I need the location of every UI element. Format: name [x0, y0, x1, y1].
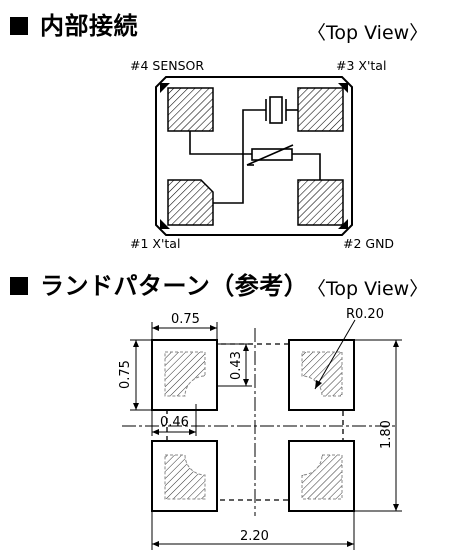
dim-total-height: 1.80	[379, 420, 394, 449]
internal-wiring	[189, 96, 321, 204]
dimension-lines	[130, 319, 402, 550]
dim-inner-width: 0.46	[160, 415, 189, 430]
section1-view-label: 〈Top View〉	[307, 22, 429, 44]
pad-4-sensor	[167, 87, 214, 132]
pin-3-label: #3 X'tal	[336, 58, 386, 73]
pin-2-label: #2 GND	[343, 236, 394, 251]
pin-1-label: #1 X'tal	[130, 236, 180, 251]
land-pad-bottom-right	[288, 440, 355, 512]
package-dashed-outline	[166, 343, 344, 501]
pad-3-xtal	[297, 87, 344, 132]
land-pad-bottom-left	[151, 440, 218, 512]
dim-pad-width: 0.75	[171, 312, 200, 327]
section1-title: 内部接続	[40, 12, 138, 40]
centerlines	[122, 328, 395, 516]
heading-square-icon	[10, 277, 28, 295]
section2-view-label: 〈Top View〉	[307, 278, 429, 300]
heading-square-icon	[10, 17, 28, 35]
corner-mark	[160, 83, 170, 93]
corner-mark	[160, 219, 170, 229]
land-pad-top-left	[151, 339, 218, 411]
pin-4-label: #4 SENSOR	[130, 58, 204, 73]
dim-corner-radius: R0.20	[346, 307, 384, 322]
section2-heading: ランドパターン（参考）	[10, 266, 308, 301]
pad-2-gnd	[297, 179, 344, 226]
section1-heading: 内部接続	[10, 6, 138, 41]
section2-title: ランドパターン（参考）	[40, 272, 309, 300]
dim-pad-height: 0.75	[118, 360, 133, 389]
internal-connection-diagram: #4 SENSOR #3 X'tal #1 X'tal #2 GND	[130, 58, 394, 251]
dim-inner-height: 0.43	[229, 351, 244, 380]
land-pattern-diagram: 0.75 0.75 0.43 R0.20 0.46 1.80 2.20	[118, 307, 402, 550]
land-pad-top-right	[288, 339, 355, 411]
dim-total-width: 2.20	[240, 529, 269, 544]
dimension-arrowheads	[133, 325, 399, 547]
pad-1-xtal	[167, 179, 214, 226]
